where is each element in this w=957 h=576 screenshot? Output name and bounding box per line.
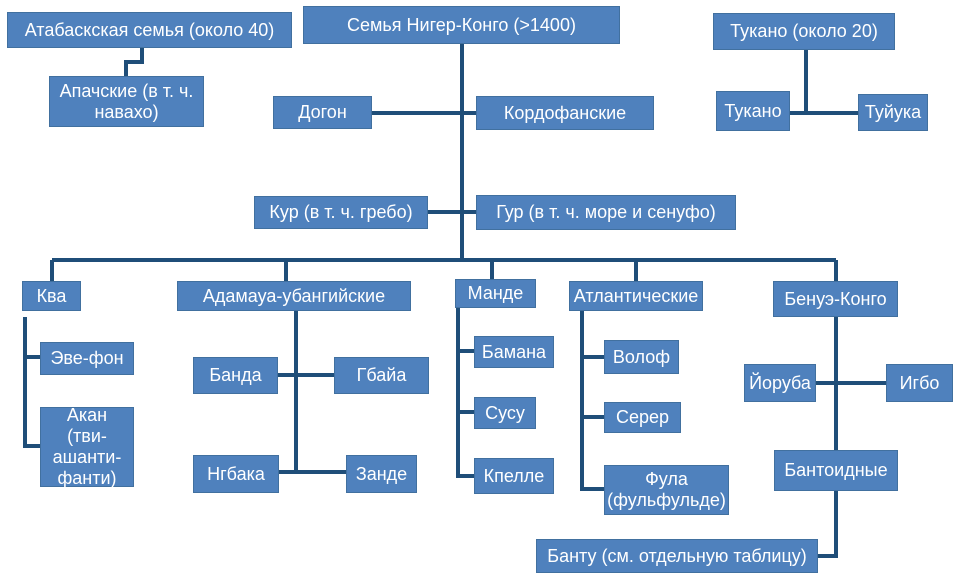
node-zande: Занде: [346, 455, 417, 493]
node-yoruba: Йоруба: [744, 364, 816, 402]
connector-athabaskan-apache: [124, 48, 144, 76]
node-akan: Акан (тви- ашанти- фанти): [40, 405, 134, 488]
node-kpelle: Кпелле: [474, 458, 554, 494]
node-bantu: Банту (см. отдельную таблицу): [536, 539, 818, 573]
node-apache: Апачские (в т. ч. навахо): [49, 76, 204, 127]
node-susu: Сусу: [474, 397, 536, 429]
node-ewe-fon: Эве-фон: [40, 342, 134, 375]
node-adamawa: Адамауа-убангийские: [177, 281, 411, 311]
node-kru: Кур (в т. ч. гребо): [254, 196, 428, 229]
node-gbaya: Гбайа: [334, 357, 429, 394]
node-tucano-family: Тукано (около 20): [713, 13, 895, 50]
connector-mande-stem: [456, 308, 474, 478]
node-fula: Фула (фульфульде): [604, 465, 729, 515]
node-niger-congo: Семья Нигер-Конго (>1400): [303, 6, 620, 44]
node-kordofanian: Кордофанские: [476, 96, 654, 130]
connector-kwa-stem: [23, 317, 40, 448]
node-bamana: Бамана: [474, 336, 554, 368]
node-gur: Гур (в т. ч. море и сенуфо): [476, 195, 736, 230]
node-mande: Манде: [455, 279, 536, 308]
node-tuyuka: Туйука: [858, 94, 928, 131]
connector-atlantic-stem: [580, 311, 604, 491]
node-atlantic: Атлантические: [569, 281, 703, 311]
node-ngbaka: Нгбака: [193, 455, 279, 493]
node-athabaskan: Атабаскская семья (около 40): [7, 12, 292, 48]
node-igbo: Игбо: [886, 364, 953, 402]
connector-bantoid-bantu: [818, 491, 838, 558]
node-kwa: Ква: [22, 281, 81, 311]
node-bantoid: Бантоидные: [774, 450, 898, 491]
node-serer: Серер: [604, 402, 681, 433]
node-benue-congo: Бенуэ-Конго: [773, 281, 898, 317]
node-tucano: Тукано: [716, 91, 790, 131]
node-dogon: Догон: [273, 96, 372, 129]
node-banda: Банда: [193, 357, 278, 394]
node-wolof: Волоф: [604, 340, 679, 374]
